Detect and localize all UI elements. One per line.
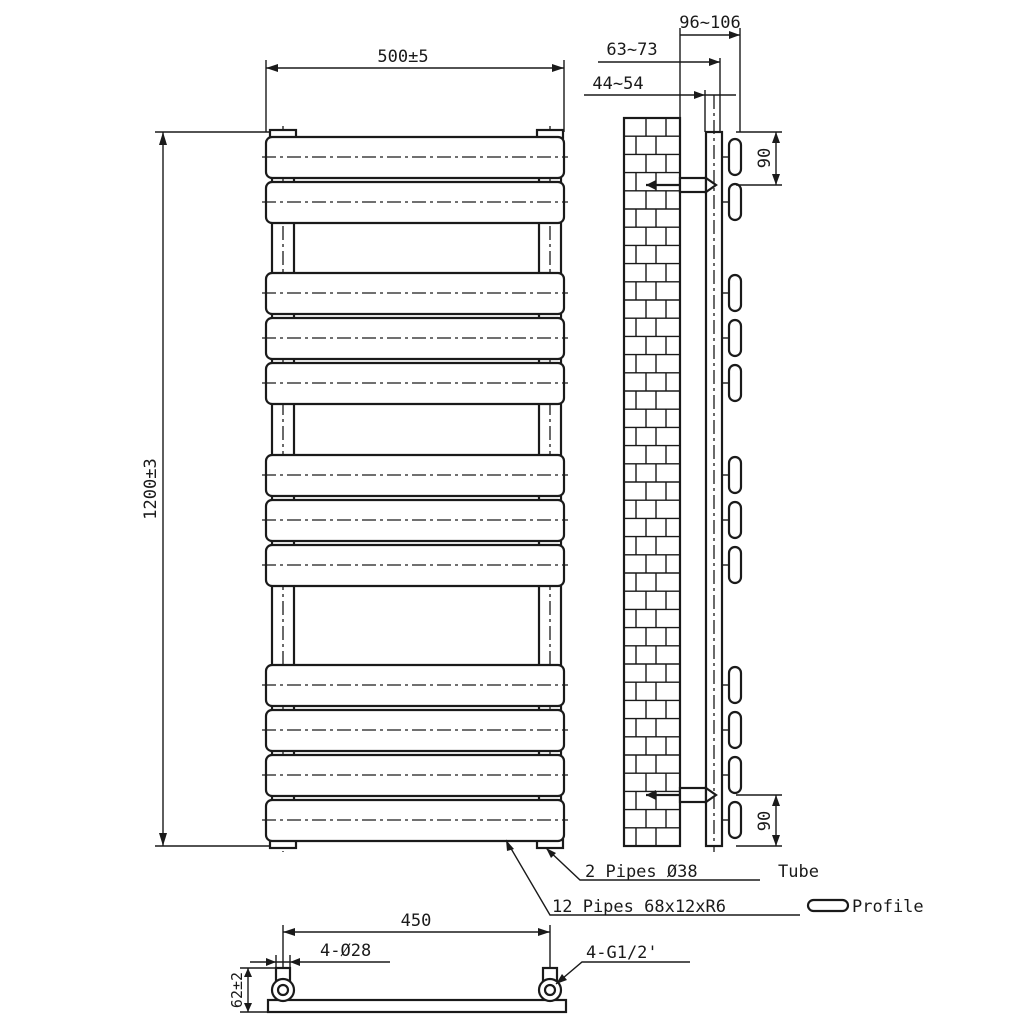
tube-label: 2 Pipes Ø38	[585, 862, 698, 882]
profile-bars	[264, 135, 566, 843]
valve-icon	[270, 977, 296, 1003]
valve-icon	[537, 977, 563, 1003]
arrow-icon	[159, 132, 167, 145]
profile-bar-centrelines	[262, 156, 568, 821]
valve-bore	[276, 983, 290, 997]
side-profile-bar	[727, 500, 743, 540]
arrow-icon	[694, 91, 705, 99]
side-profile-bar	[727, 755, 743, 795]
side-profile-bar	[727, 137, 743, 177]
arrow-icon	[244, 1003, 252, 1012]
pipe-centres-label: 450	[401, 911, 432, 931]
depth-label: 62±2	[228, 972, 246, 1008]
wall-bracket-top	[646, 175, 718, 195]
bottom-profile-plate	[266, 998, 568, 1014]
arrow-icon	[266, 64, 278, 72]
arrow-icon	[244, 968, 252, 977]
valve-bore	[543, 983, 557, 997]
arrow-icon	[772, 132, 780, 143]
dim-top-bracket-label: 90	[755, 148, 775, 168]
arrow-icon	[646, 180, 656, 190]
side-profile-bar	[727, 665, 743, 705]
left-valve-fitting	[270, 966, 296, 1003]
arrow-icon	[556, 974, 567, 984]
dim-bottom-bracket-label: 90	[755, 811, 775, 831]
side-profile-bar	[727, 710, 743, 750]
side-profile-bar	[727, 318, 743, 358]
dim-inner-label: 44~54	[592, 74, 643, 94]
front-view: 500±5 1200±3	[141, 47, 924, 917]
side-profile-bar	[727, 545, 743, 585]
arrow-icon	[772, 835, 780, 846]
arrow-icon	[538, 928, 550, 936]
bracket-tip	[704, 175, 718, 195]
arrow-icon	[772, 795, 780, 806]
profile-label: 12 Pipes 68x12xR6	[552, 897, 726, 917]
side-profile-bars	[722, 137, 743, 840]
side-profile-bar	[727, 800, 743, 840]
width-label: 500±5	[377, 47, 428, 67]
side-profile-bar	[727, 363, 743, 403]
brick-wall	[622, 116, 682, 848]
dim-outer-label: 96~106	[679, 13, 740, 33]
bracket-body	[678, 176, 708, 194]
side-profile-bar	[727, 455, 743, 495]
profile-type-label: Profile	[852, 897, 924, 917]
arrow-icon	[772, 174, 780, 185]
arrow-icon	[283, 928, 295, 936]
bottom-view: 450 4-Ø28 4-G1/2' 62±2	[228, 911, 690, 1014]
connection-leader	[555, 961, 690, 985]
profile-shape-icon	[806, 898, 850, 913]
side-profile-bar	[727, 182, 743, 222]
arrow-icon	[506, 840, 514, 851]
height-label: 1200±3	[141, 458, 161, 519]
bracket-body	[678, 786, 708, 804]
arrow-icon	[290, 958, 300, 966]
wall-bracket-bottom	[646, 785, 718, 805]
tube-type-label: Tube	[778, 862, 819, 882]
profile-leader	[505, 839, 800, 916]
right-valve-fitting	[537, 966, 563, 1003]
arrow-icon	[159, 833, 167, 846]
arrow-icon	[729, 31, 740, 39]
tube-leader	[545, 847, 760, 881]
dim-mid-label: 63~73	[606, 40, 657, 60]
pipe-diameter-label: 4-Ø28	[320, 941, 371, 961]
bracket-tip	[704, 785, 718, 805]
side-profile-bar	[727, 273, 743, 313]
connection-label: 4-G1/2'	[586, 943, 658, 963]
arrow-icon	[552, 64, 564, 72]
arrow-icon	[546, 848, 556, 858]
arrow-icon	[709, 58, 720, 66]
arrow-icon	[266, 958, 276, 966]
side-view: 96~106 63~73 44~54 90 90	[584, 13, 782, 852]
arrow-icon	[646, 790, 656, 800]
